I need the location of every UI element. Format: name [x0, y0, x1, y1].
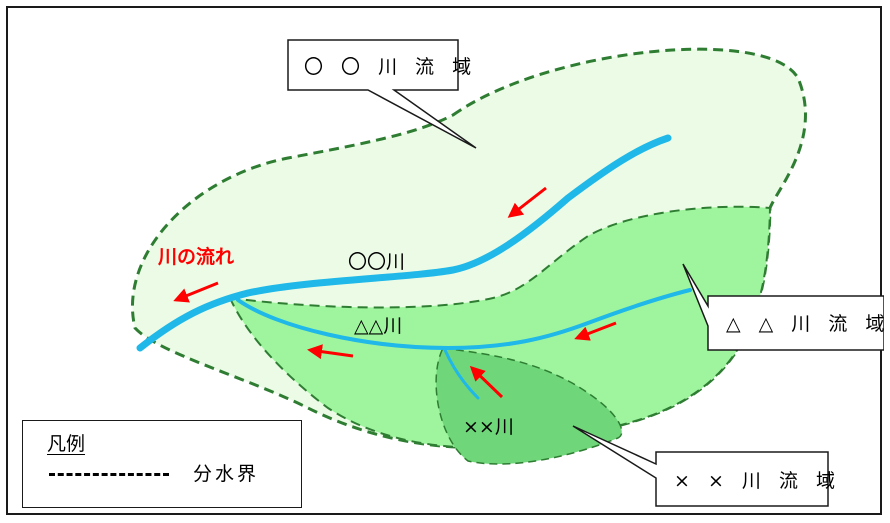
batsu-basin-callout-label: × × 川 流 域: [674, 470, 841, 492]
basin-diagram: 〇 〇 川 流 域 △ △ 川 流 域 × × 川 流 域 〇〇川 △△川 ××…: [6, 6, 884, 515]
flow-arrow: [173, 281, 219, 303]
watershed-divide-sample-line: [49, 473, 169, 476]
sankaku-river-label: △△川: [354, 315, 402, 337]
sankaku-basin-callout-label: △ △ 川 流 域: [726, 313, 884, 335]
sankaku-basin-area: [228, 205, 772, 449]
maru-river-label: 〇〇川: [348, 251, 405, 273]
batsu-basin-callout: [572, 425, 829, 507]
river-flow-label: 川の流れ: [157, 245, 234, 268]
maru-river: [136, 134, 672, 352]
maru-basin-callout: [287, 39, 477, 149]
legend-box: 凡例 分水界: [22, 420, 302, 508]
legend-title: 凡例: [47, 433, 86, 455]
flow-arrow: [307, 344, 354, 360]
flow-arrow: [469, 365, 504, 399]
sankaku-river: [236, 288, 692, 351]
batsu-river: [443, 348, 480, 400]
sankaku-basin-callout: [682, 263, 884, 351]
flow-arrow: [574, 321, 617, 341]
diagram-canvas: 〇 〇 川 流 域 △ △ 川 流 域 × × 川 流 域 〇〇川 △△川 ××…: [131, 39, 884, 507]
flow-arrow: [507, 186, 547, 218]
watershed-divide-legend-label: 分水界: [193, 463, 260, 485]
batsu-river-label: ××川: [463, 416, 514, 438]
maru-basin-callout-label: 〇 〇 川 流 域: [304, 56, 477, 78]
